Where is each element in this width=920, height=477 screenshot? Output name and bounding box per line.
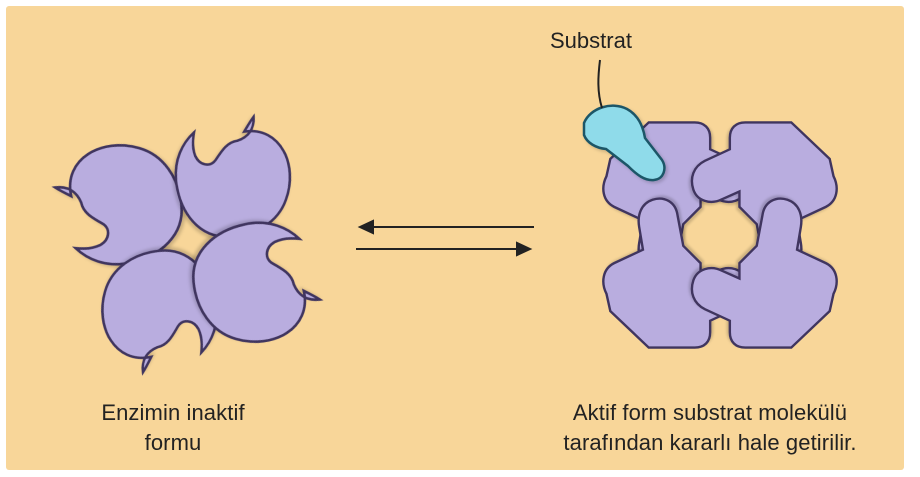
inactive-caption-line-1: Enzimin inaktif — [78, 398, 268, 428]
left-arrowhead-icon — [360, 221, 373, 233]
substrate-leader-line — [598, 60, 602, 108]
substrate-molecule — [584, 60, 664, 180]
equilibrium-arrows — [356, 221, 534, 255]
active-center-gap — [709, 224, 732, 247]
active-caption-line-1: Aktif form substrat molekülü — [520, 398, 900, 428]
inactive-enzyme — [49, 113, 326, 378]
inactive-caption-line-2: formu — [78, 428, 268, 458]
inactive-caption: Enzimin inaktif formu — [78, 398, 268, 458]
inactive-subunit-top-right — [169, 113, 298, 244]
substrate-label: Substrat — [550, 28, 632, 54]
active-caption-line-2: tarafından kararlı hale getirilir. — [520, 428, 900, 458]
right-arrowhead-icon — [517, 243, 530, 255]
active-subunit-bottom-right — [692, 199, 837, 348]
active-caption: Aktif form substrat molekülü tarafından … — [520, 398, 900, 458]
